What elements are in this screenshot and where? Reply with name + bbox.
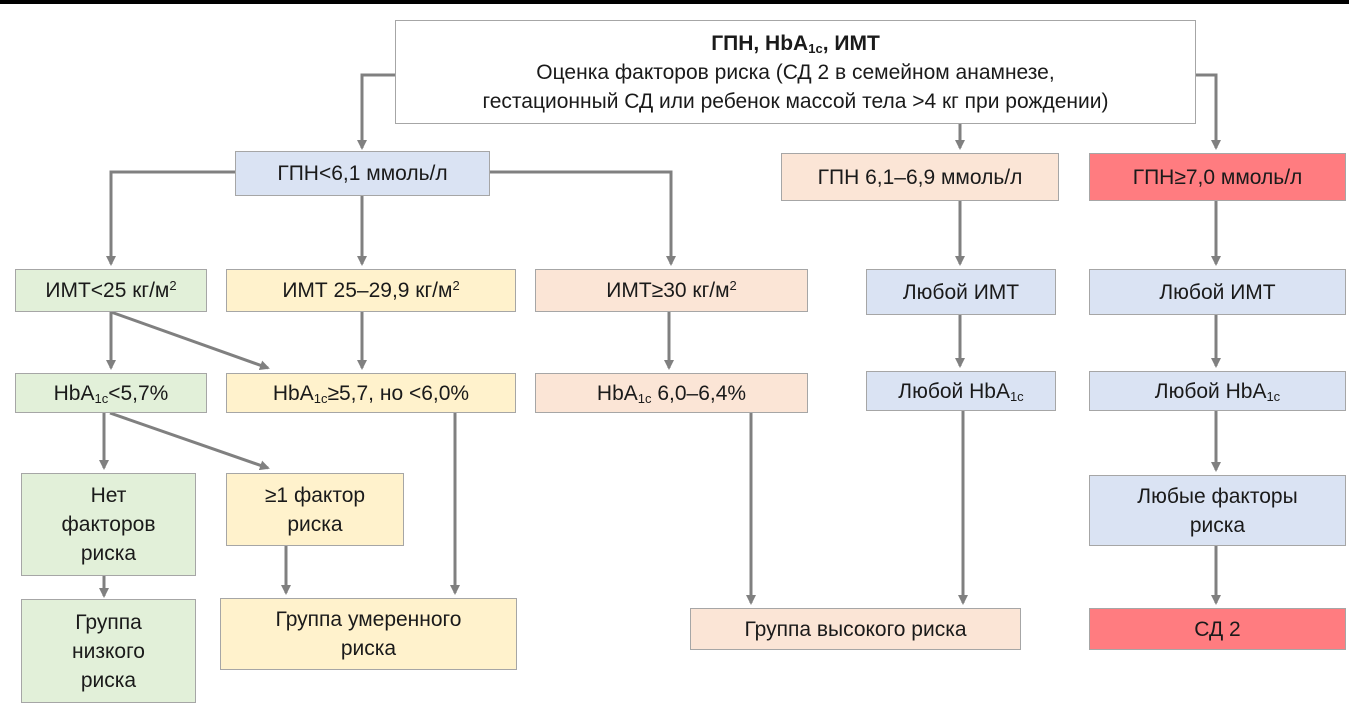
arrow-hba1c-lt57-to-one-factor (109, 411, 270, 471)
bmi-any-high-box: Любой ИМТ (1089, 269, 1346, 315)
bmi-ge30-label: ИМТ≥30 кг/м2 (606, 278, 737, 302)
bmi-mid-label: ИМТ 25–29,9 кг/м2 (282, 278, 460, 302)
high-risk-label: Группа высокого риска (744, 617, 967, 641)
bmi-lt25-box: ИМТ<25 кг/м2 (15, 269, 207, 312)
low-risk-group-box: Группа низкого риска (21, 599, 196, 703)
no-factors-box: Нет факторов риска (21, 473, 196, 576)
diabetes-box: СД 2 (1089, 608, 1346, 650)
hba1c-hi-box: HbA1c 6,0–6,4% (535, 373, 808, 413)
hba1c-mid-label: HbA1c≥5,7, но <6,0% (272, 381, 470, 406)
fpg-high-box: ГПН≥7,0 ммоль/л (1089, 153, 1346, 201)
fpg-low-label: ГПН<6,1 ммоль/л (277, 162, 448, 185)
diabetes-label: СД 2 (1194, 617, 1241, 641)
hba1c-any-mid-box: Любой HbA1c (866, 371, 1056, 411)
high-risk-group-box: Группа высокого риска (690, 608, 1021, 650)
arrow-fpg-low-to-bmi-lt25 (106, 170, 235, 266)
header-title: ГПН, HbA1c, ИМТ (711, 31, 880, 56)
hba1c-lt57-box: HbA1c<5,7% (15, 373, 207, 413)
moderate-risk-line-1: Группа умеренного (275, 608, 462, 631)
no-factors-line-3: риска (80, 542, 137, 565)
hba1c-any-high-label: Любой HbA1c (1154, 379, 1281, 404)
fpg-mid-box: ГПН 6,1–6,9 ммоль/л (781, 153, 1059, 201)
bmi-any-high-label: Любой ИМТ (1159, 280, 1276, 304)
header-box: ГПН, HbA1c, ИМТ Оценка факторов риска (С… (395, 20, 1196, 124)
no-factors-line-1: Нет (90, 484, 127, 507)
arrow-header-to-fpg-high (1196, 73, 1221, 150)
hba1c-any-mid-label: Любой HbA1c (898, 379, 1024, 404)
arrow-header-to-fpg-low (357, 73, 395, 150)
header-risk-factors-detail: гестационный СД или ребенок массой тела … (482, 89, 1109, 113)
moderate-risk-line-2: риска (340, 637, 397, 660)
low-risk-line-2: низкого (72, 639, 145, 663)
bmi-mid-box: ИМТ 25–29,9 кг/м2 (226, 269, 516, 312)
any-factors-line-2: риска (1189, 513, 1246, 537)
arrow-bmi-lt25-to-hba1c-mid (110, 310, 270, 371)
fpg-mid-label: ГПН 6,1–6,9 ммоль/л (817, 165, 1023, 189)
low-risk-line-1: Группа (75, 610, 142, 634)
low-risk-line-3: риска (80, 668, 137, 692)
fpg-high-label: ГПН≥7,0 ммоль/л (1132, 165, 1303, 189)
arrow-fpg-low-to-bmi-ge30 (490, 170, 676, 266)
any-factors-line-1: Любые факторы (1137, 484, 1298, 508)
fpg-low-box: ГПН<6,1 ммоль/л (235, 151, 490, 196)
bmi-any-mid-label: Любой ИМТ (902, 280, 1020, 304)
header-risk-factors-line: Оценка факторов риска (СД 2 в семейном а… (536, 60, 1055, 84)
no-factors-line-2: факторов (61, 513, 156, 536)
bmi-any-mid-box: Любой ИМТ (866, 269, 1056, 315)
one-factor-line-1: ≥1 фактор (264, 483, 366, 507)
bmi-lt25-label: ИМТ<25 кг/м2 (45, 278, 177, 302)
top-rule (0, 0, 1349, 4)
hba1c-hi-label: HbA1c 6,0–6,4% (596, 381, 747, 406)
hba1c-any-high-box: Любой HbA1c (1089, 371, 1346, 411)
moderate-risk-group-box: Группа умеренного риска (220, 598, 517, 670)
hba1c-mid-box: HbA1c≥5,7, но <6,0% (226, 373, 516, 413)
one-factor-line-2: риска (287, 512, 343, 536)
any-factors-box: Любые факторы риска (1089, 475, 1346, 546)
one-factor-box: ≥1 фактор риска (226, 473, 404, 546)
hba1c-lt57-label: HbA1c<5,7% (53, 381, 169, 406)
bmi-ge30-box: ИМТ≥30 кг/м2 (535, 269, 808, 312)
